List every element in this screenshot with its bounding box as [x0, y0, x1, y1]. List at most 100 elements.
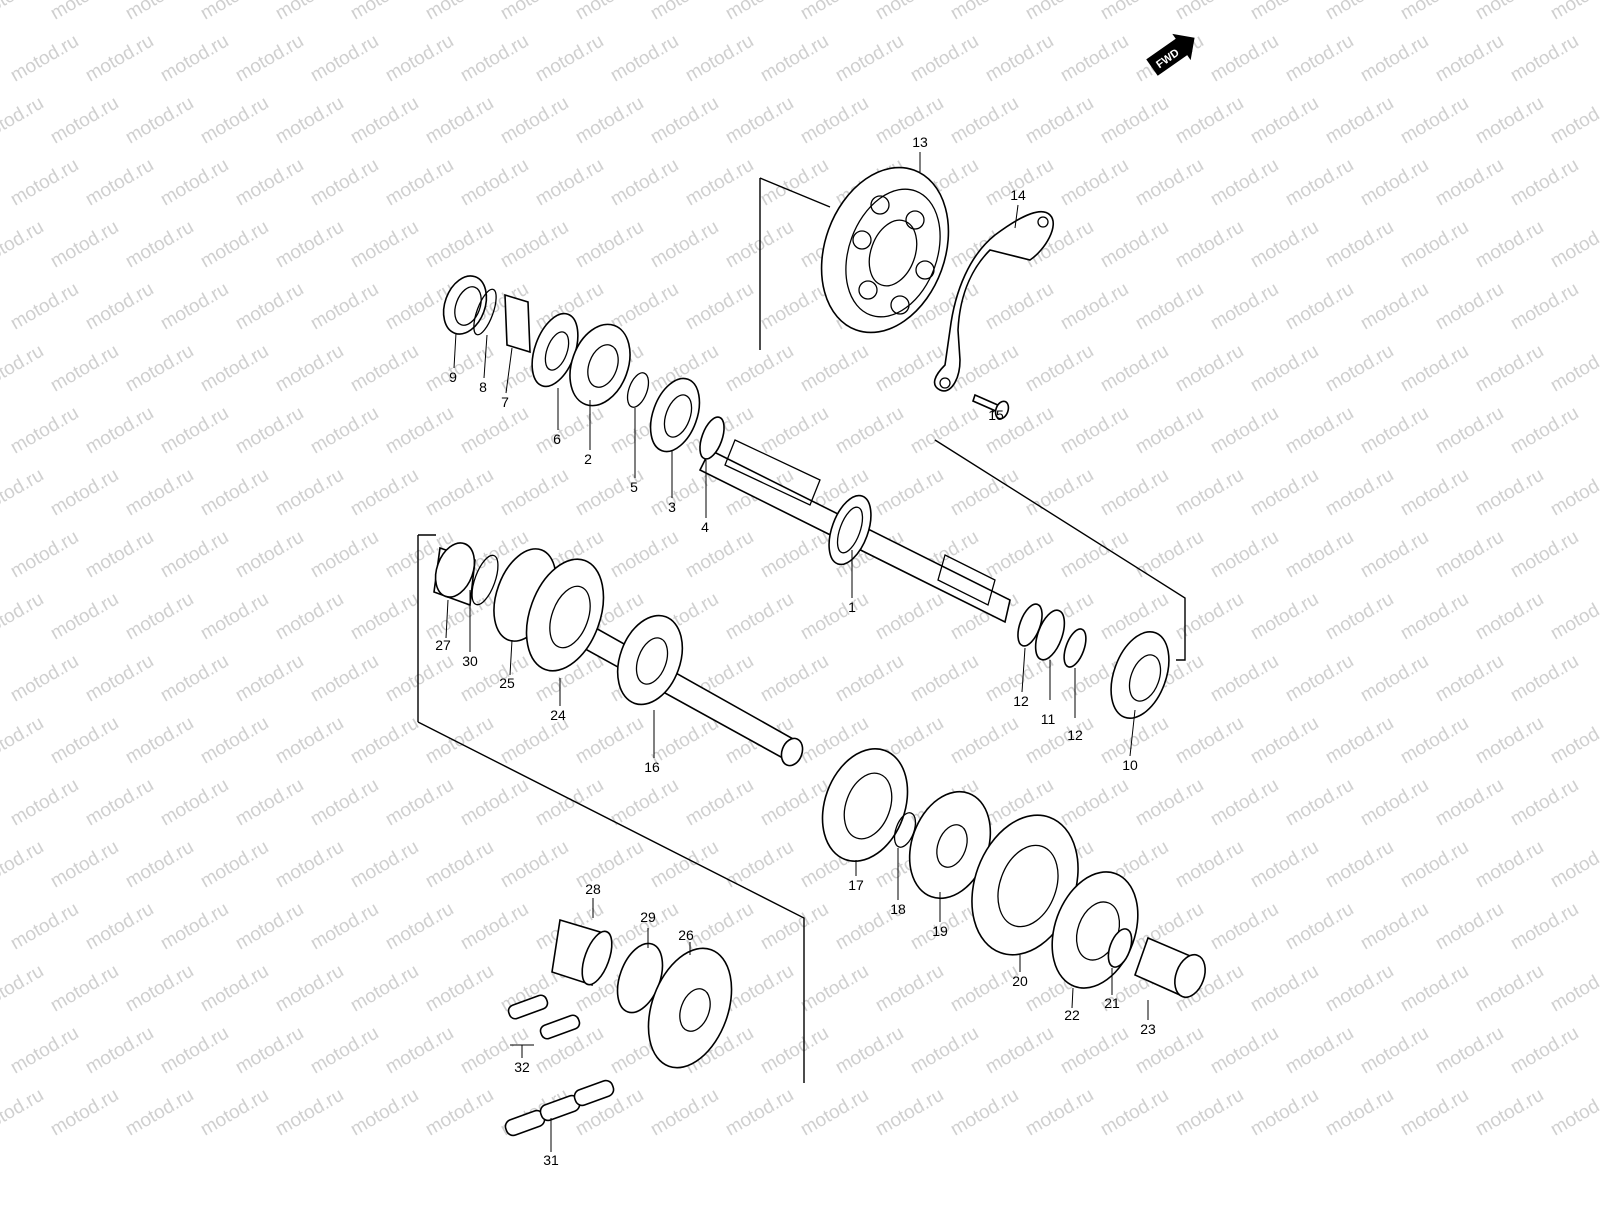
watermark-text: motod.ru — [1132, 775, 1207, 831]
watermark-text: motod.ru — [1282, 899, 1357, 955]
watermark-text: motod.ru — [47, 93, 122, 149]
watermark-text: motod.ru — [422, 465, 497, 521]
watermark-text: motod.ru — [47, 961, 122, 1017]
watermark-text: motod.ru — [1132, 279, 1207, 335]
watermark-text: motod.ru — [682, 155, 757, 211]
watermark-text: motod.ru — [1207, 899, 1282, 955]
watermark-text: motod.ru — [197, 961, 272, 1017]
watermark-text: motod.ru — [1472, 837, 1547, 893]
watermark-text: motod.ru — [197, 217, 272, 273]
watermark-text: motod.ru — [7, 899, 82, 955]
callout-19: 19 — [932, 923, 948, 939]
watermark-text: motod.ru — [307, 775, 382, 831]
watermark-text: motod.ru — [1472, 961, 1547, 1017]
watermark-text: motod.ru — [0, 837, 47, 893]
watermark-text: motod.ru — [1472, 217, 1547, 273]
watermark-text: motod.ru — [122, 465, 197, 521]
callouts: 1 2 3 4 5 6 7 8 9 10 11 12 12 13 14 15 1… — [435, 134, 1156, 1168]
watermark-text: motod.ru — [1172, 341, 1247, 397]
watermark-text: motod.ru — [757, 775, 832, 831]
watermark-text: motod.ru — [1172, 1085, 1247, 1141]
watermark-text: motod.ru — [1022, 0, 1097, 24]
watermark-text: motod.ru — [647, 837, 722, 893]
watermark-text: motod.ru — [1432, 527, 1507, 583]
watermark-text: motod.ru — [122, 93, 197, 149]
watermark-text: motod.ru — [347, 713, 422, 769]
watermark-text: motod.ru — [1097, 465, 1172, 521]
watermark-text: motod.ru — [1132, 155, 1207, 211]
watermark-text: motod.ru — [832, 1023, 907, 1079]
watermark-text: motod.ru — [757, 527, 832, 583]
watermark-text: motod.ru — [1247, 0, 1322, 24]
watermark-text: motod.ru — [422, 93, 497, 149]
callout-6: 6 — [553, 431, 561, 447]
watermark-text: motod.ru — [1057, 403, 1132, 459]
watermark-text: motod.ru — [1547, 0, 1600, 24]
callout-2: 2 — [584, 451, 592, 467]
watermark-text: motod.ru — [197, 465, 272, 521]
watermark-text: motod.ru — [872, 961, 947, 1017]
screw-15 — [972, 393, 1010, 420]
callout-29: 29 — [640, 909, 656, 925]
watermark-text: motod.ru — [1097, 0, 1172, 24]
watermark-text: motod.ru — [157, 155, 232, 211]
watermark-text: motod.ru — [947, 713, 1022, 769]
watermark-text: motod.ru — [1397, 1085, 1472, 1141]
watermark-text: motod.ru — [307, 279, 382, 335]
watermark-text: motod.ru — [1172, 465, 1247, 521]
watermark-text: motod.ru — [272, 713, 347, 769]
watermark-text: motod.ru — [682, 31, 757, 87]
watermark-text: motod.ru — [1247, 837, 1322, 893]
watermark-text: motod.ru — [757, 279, 832, 335]
watermark-text: motod.ru — [1472, 589, 1547, 645]
watermark-text: motod.ru — [1282, 31, 1357, 87]
watermark-text: motod.ru — [7, 775, 82, 831]
watermark-text: motod.ru — [307, 527, 382, 583]
watermark-text: motod.ru — [1432, 279, 1507, 335]
watermark-text: motod.ru — [197, 713, 272, 769]
watermark-text: motod.ru — [1547, 961, 1600, 1017]
watermark-text: motod.ru — [7, 155, 82, 211]
watermark-text: motod.ru — [1397, 837, 1472, 893]
watermark-text: motod.ru — [722, 1085, 797, 1141]
watermark-text: motod.ru — [1097, 341, 1172, 397]
watermark-text: motod.ru — [47, 341, 122, 397]
watermark-text: motod.ru — [1397, 93, 1472, 149]
watermark-text: motod.ru — [497, 0, 572, 24]
watermark-text: motod.ru — [1322, 961, 1397, 1017]
callout-7: 7 — [501, 394, 509, 410]
watermark-text: motod.ru — [1322, 837, 1397, 893]
watermark-text: motod.ru — [797, 341, 872, 397]
watermark-text: motod.ru — [307, 403, 382, 459]
watermark-text: motod.ru — [1397, 713, 1472, 769]
callout-13: 13 — [912, 134, 928, 150]
watermark-text: motod.ru — [1357, 403, 1432, 459]
watermark-text: motod.ru — [47, 589, 122, 645]
watermark-text: motod.ru — [1357, 899, 1432, 955]
callout-9: 9 — [449, 369, 457, 385]
chain-links-32 — [507, 994, 581, 1040]
watermark-text: motod.ru — [1432, 403, 1507, 459]
watermark-text: motod.ru — [307, 31, 382, 87]
watermark-text: motod.ru — [347, 0, 422, 24]
watermark-text: motod.ru — [272, 217, 347, 273]
watermark-text: motod.ru — [232, 155, 307, 211]
watermark-text: motod.ru — [122, 837, 197, 893]
watermark-text: motod.ru — [382, 1023, 457, 1079]
watermark-text: motod.ru — [1357, 155, 1432, 211]
watermark-text: motod.ru — [272, 589, 347, 645]
watermark-text: motod.ru — [0, 0, 47, 24]
watermark-text: motod.ru — [457, 899, 532, 955]
watermark-text: motod.ru — [1132, 403, 1207, 459]
watermark-text: motod.ru — [157, 279, 232, 335]
callout-24: 24 — [550, 707, 566, 723]
watermark-text: motod.ru — [1207, 775, 1282, 831]
watermark-text: motod.ru — [0, 217, 47, 273]
parts — [433, 166, 1206, 1137]
watermark-text: motod.ru — [82, 899, 157, 955]
watermark-text: motod.ru — [422, 713, 497, 769]
watermark-text: motod.ru — [1247, 93, 1322, 149]
drive-chain-31 — [504, 1079, 615, 1137]
watermark-text: motod.ru — [1322, 217, 1397, 273]
watermark-text: motod.ru — [1547, 217, 1600, 273]
